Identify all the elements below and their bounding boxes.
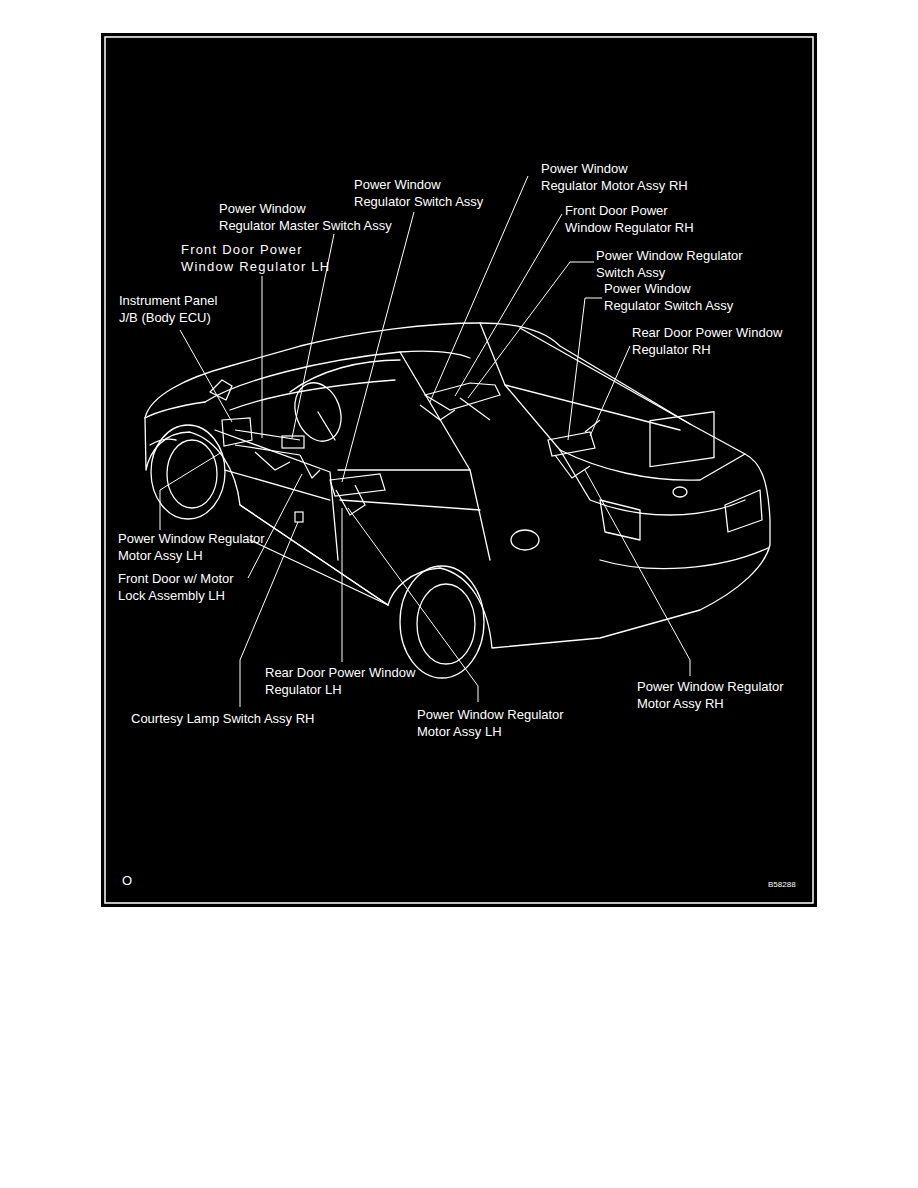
part-label: Rear Door Power Window Regulator LH: [265, 664, 415, 698]
figure-code: B58288: [768, 880, 796, 890]
figure-mark: O: [122, 872, 132, 889]
part-label: Power Window Regulator Switch Assy: [604, 280, 733, 314]
part-label: Front Door w/ Motor Lock Assembly LH: [118, 570, 234, 604]
part-label: Rear Door Power Window Regulator RH: [632, 324, 782, 358]
part-label: Power Window Regulator Motor Assy RH: [637, 678, 784, 712]
part-label: Power Window Regulator Switch Assy: [354, 176, 483, 210]
part-label: Instrument Panel J/B (Body ECU): [119, 292, 217, 326]
part-label: Power Window Regulator Motor Assy LH: [118, 530, 265, 564]
part-label: Power Window Regulator Motor Assy RH: [541, 160, 688, 194]
car-body: [145, 323, 770, 678]
black-panel: [101, 33, 817, 907]
part-label: Courtesy Lamp Switch Assy RH: [131, 710, 315, 727]
component-symbols: [222, 383, 600, 522]
panel-frame: [105, 37, 813, 903]
part-label: Power Window Regulator Motor Assy LH: [417, 706, 564, 740]
part-label: Power Window Regulator Master Switch Ass…: [219, 200, 392, 234]
part-label: Power Window Regulator Switch Assy: [596, 247, 743, 281]
part-label: Front Door Power Window Regulator LH: [181, 241, 330, 275]
part-label: Front Door Power Window Regulator RH: [565, 202, 694, 236]
